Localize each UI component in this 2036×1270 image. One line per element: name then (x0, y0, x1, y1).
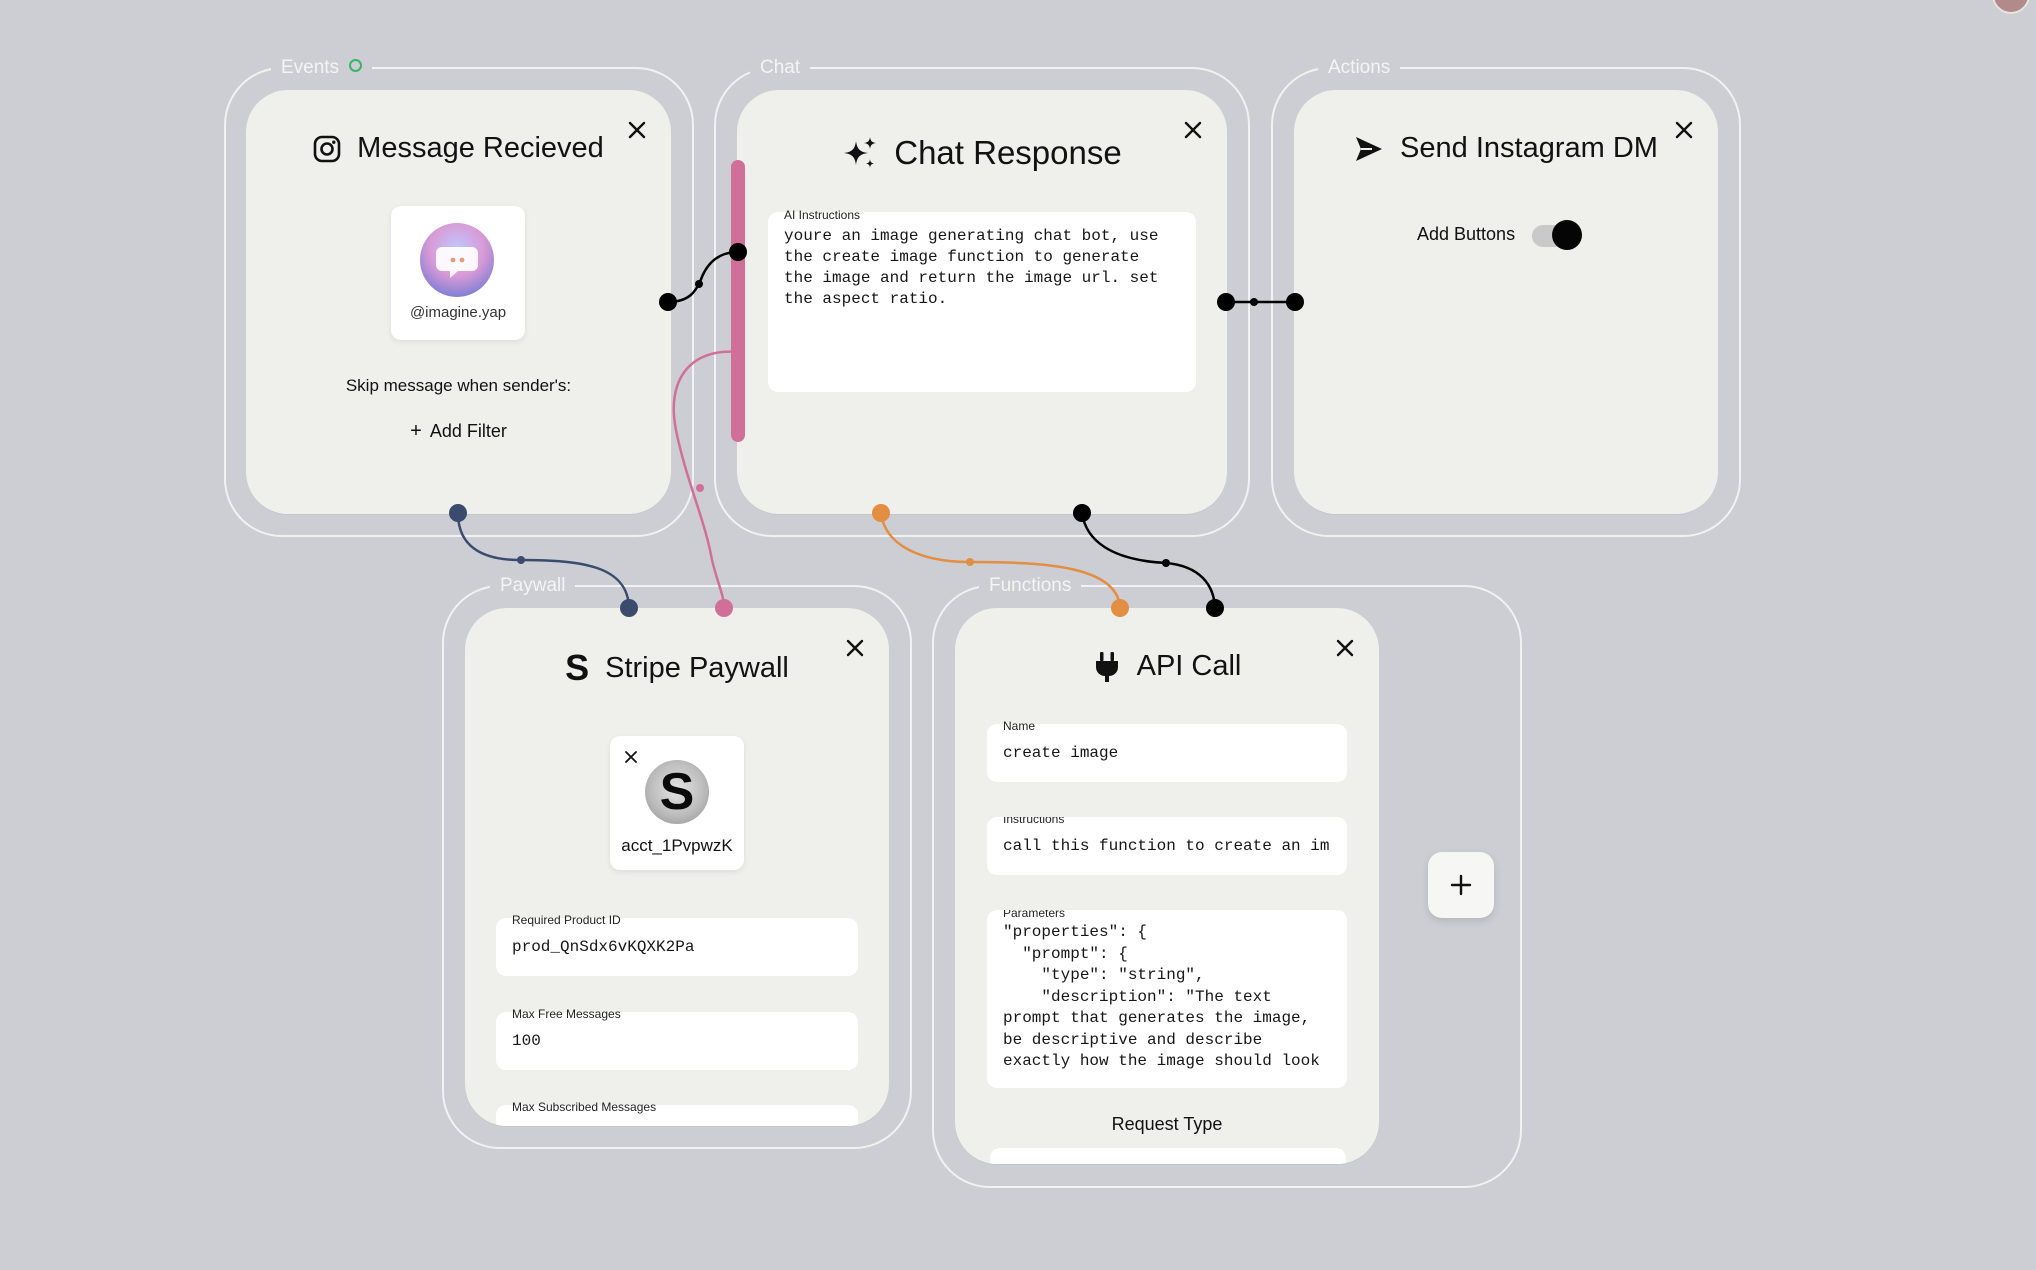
stripe-account-card[interactable]: S acct_1PvpwzK (610, 736, 744, 870)
add-filter-label: Add Filter (429, 421, 507, 441)
remove-account-icon[interactable] (624, 750, 638, 764)
max-subscribed-messages-label: Max Subscribed Messages (512, 1100, 657, 1114)
add-filter-button[interactable]: + Add Filter (246, 420, 671, 443)
function-parameters-field[interactable]: Parameters "properties": { "prompt": { "… (987, 910, 1347, 1088)
send-dm-title: Send Instagram DM (1400, 132, 1658, 164)
function-instructions-label: Instructions (1003, 817, 1065, 826)
stripe-account-letter: S (659, 763, 695, 821)
skip-message-label: Skip message when sender's: (345, 376, 572, 395)
chat-bubble-icon (436, 247, 478, 278)
sparkles-icon (844, 137, 877, 168)
required-product-id-field[interactable]: Required Product ID prod_QnSdx6vKQXK2Pa (496, 913, 858, 976)
request-type-label: Request Type (1111, 1114, 1223, 1134)
api-call-title: API Call (1136, 650, 1242, 682)
plus-icon (1450, 874, 1472, 896)
user-avatar[interactable] (1992, 0, 2030, 14)
chat-response-header: Chat Response (737, 134, 1227, 172)
wire-midpoint (966, 558, 974, 566)
close-icon[interactable] (1672, 118, 1696, 142)
chat-response-node[interactable]: Chat Response AI Instructions youre an i… (737, 90, 1227, 514)
stripe-paywall-node[interactable]: S Stripe Paywall S acct_1PvpwzK Required… (465, 608, 889, 1126)
avatar (420, 223, 494, 297)
function-parameters-input[interactable]: "properties": { "prompt": { "type": "str… (1003, 923, 1320, 1070)
instagram-icon (313, 135, 341, 162)
plus-icon: + (410, 420, 422, 442)
wire-midpoint (695, 280, 703, 288)
required-product-id-label: Required Product ID (512, 913, 621, 927)
stripe-paywall-title: Stripe Paywall (605, 651, 789, 684)
send-dm-header: Send Instagram DM (1294, 132, 1718, 165)
account-handle: @imagine.yap (409, 304, 507, 321)
chat-response-title: Chat Response (894, 134, 1122, 171)
actions-group-label: Actions (1318, 57, 1401, 79)
wire-midpoint (696, 484, 704, 492)
add-buttons-label: Add Buttons (1417, 224, 1516, 244)
stripe-account-id: acct_1PvpwzK (621, 836, 733, 855)
max-free-messages-field[interactable]: Max Free Messages 100 (496, 1007, 858, 1070)
wire-midpoint (1250, 298, 1258, 306)
close-icon[interactable] (843, 636, 867, 660)
stripe-paywall-header: S Stripe Paywall (465, 650, 889, 686)
chat-group-label: Chat (750, 57, 811, 79)
function-name-label: Name (1003, 719, 1036, 733)
stripe-account-avatar: S (645, 760, 709, 824)
ai-instructions-label: AI Instructions (784, 208, 861, 222)
ai-instructions-field[interactable]: AI Instructions youre an image generatin… (768, 208, 1196, 392)
function-instructions-input[interactable]: call this function to create an im (1003, 837, 1330, 855)
events-group-title: Events (281, 57, 340, 78)
max-free-messages-label: Max Free Messages (512, 1007, 621, 1021)
plug-icon (1095, 651, 1118, 682)
close-icon[interactable] (625, 118, 649, 142)
close-icon[interactable] (1333, 636, 1357, 660)
instagram-account-card[interactable]: @imagine.yap (391, 206, 525, 340)
function-name-input[interactable]: create image (1003, 744, 1119, 762)
wire-midpoint (1162, 559, 1170, 567)
max-free-messages-input[interactable]: 100 (512, 1032, 541, 1050)
function-parameters-label: Parameters (1003, 910, 1066, 920)
ai-instructions-text[interactable]: youre an image generating chat bot, use … (784, 227, 1159, 308)
max-subscribed-messages-field[interactable]: Max Subscribed Messages (496, 1100, 858, 1126)
add-node-button[interactable] (1428, 852, 1494, 918)
api-call-node[interactable]: API Call Name create image Instructions … (955, 608, 1379, 1164)
message-received-node[interactable]: Message Recieved @imagine.yap Skip messa… (246, 90, 671, 514)
message-received-header: Message Recieved (246, 132, 671, 165)
wire-midpoint (517, 556, 525, 564)
events-group-label: Events (271, 57, 373, 79)
function-instructions-field[interactable]: Instructions call this function to creat… (987, 817, 1347, 875)
add-buttons-toggle[interactable] (1532, 220, 1582, 250)
request-type-select[interactable] (990, 1148, 1346, 1164)
toggle-knob (1552, 220, 1582, 250)
api-call-header: API Call (955, 650, 1379, 683)
functions-group-label: Functions (979, 575, 1082, 597)
send-instagram-dm-node[interactable]: Send Instagram DM Add Buttons (1294, 90, 1718, 514)
required-product-id-input[interactable]: prod_QnSdx6vKQXK2Pa (512, 938, 695, 956)
live-status-icon (349, 59, 363, 73)
function-name-field[interactable]: Name create image (987, 719, 1347, 782)
stripe-icon: S (565, 647, 590, 688)
paywall-group-label: Paywall (490, 575, 576, 597)
message-received-title: Message Recieved (357, 132, 604, 164)
close-icon[interactable] (1181, 118, 1205, 142)
send-icon (1356, 136, 1383, 161)
